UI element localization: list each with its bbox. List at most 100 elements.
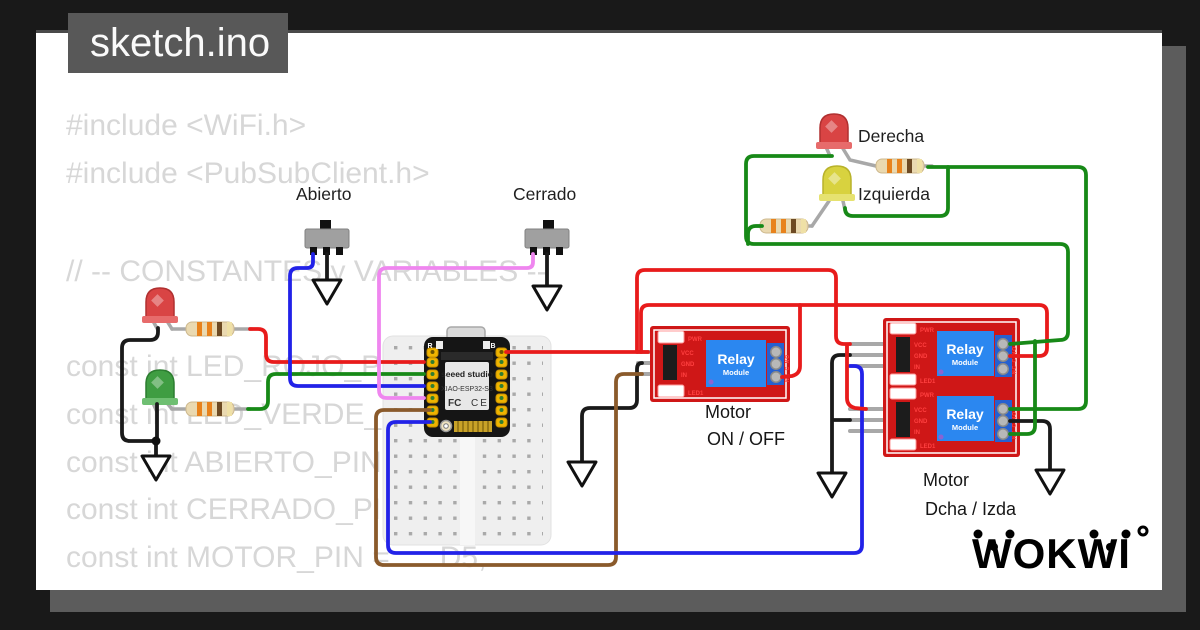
wire-blue-motor-dir[interactable] <box>386 364 864 555</box>
gnd-relay1[interactable] <box>566 460 598 488</box>
terminal-c[interactable] <box>770 358 782 370</box>
status-led-component <box>889 373 917 386</box>
wire-green-led-izq-link[interactable] <box>843 165 950 218</box>
terminal-c[interactable] <box>997 350 1009 362</box>
wire-black-relay1-gnd[interactable] <box>580 361 644 464</box>
wire-green-resistor-izq[interactable] <box>746 224 764 246</box>
sketch-filename-tab: sketch.ino <box>68 13 288 73</box>
led-green-left[interactable] <box>142 369 178 414</box>
terminal-no[interactable] <box>997 428 1009 440</box>
relay-subtitle: Module <box>723 368 749 377</box>
led-red-left[interactable] <box>142 287 178 332</box>
xiao-corner-r-label: R <box>427 343 432 350</box>
ce-mark: CE <box>471 398 489 409</box>
led1-label: LED1 <box>920 444 936 450</box>
gnd-leds-left[interactable] <box>140 436 172 482</box>
led-derecha[interactable] <box>816 113 878 168</box>
wire-green-cross-jumper[interactable] <box>1008 339 1037 436</box>
slide-switch-abierto[interactable] <box>304 220 350 255</box>
wire-red-led-rojo[interactable] <box>248 327 426 364</box>
wires <box>120 154 1088 567</box>
vcc-pin-label: VCC <box>681 351 694 357</box>
logo-node <box>1005 529 1015 539</box>
xiao-shield-edge <box>441 352 493 360</box>
relay-dot <box>708 379 714 385</box>
resistor-izquierda[interactable] <box>754 218 814 234</box>
wire-brown-motor-pin[interactable] <box>374 372 644 567</box>
switch-pin <box>530 247 537 255</box>
status-led-component <box>889 438 917 451</box>
wire-red-vcc-relay2[interactable] <box>635 268 852 354</box>
gnd-pin-label: GND <box>914 419 928 425</box>
resistor-derecha[interactable] <box>874 158 934 174</box>
wire-green-motor-a[interactable] <box>744 154 1070 346</box>
switch-pin <box>556 247 563 255</box>
wire-red-relay1-no[interactable] <box>780 303 802 379</box>
terminal-no[interactable] <box>770 371 782 383</box>
sketch-filename: sketch.ino <box>90 21 271 65</box>
label-izquierda: Izquierda <box>858 184 930 204</box>
connector-ticks <box>457 421 489 432</box>
logo-node <box>1121 529 1131 539</box>
xiao-led-component <box>436 341 443 349</box>
slide-switch-cerrado[interactable] <box>524 220 570 255</box>
relay-subtitle: Module <box>952 358 978 367</box>
led1-label: LED1 <box>920 379 936 385</box>
switch-knob[interactable] <box>543 220 554 232</box>
logo-node <box>1106 543 1114 551</box>
terminal-labels: NC C NO <box>1012 346 1018 374</box>
relay-subtitle: Module <box>952 423 978 432</box>
wokwi-logo-text: WOKWI <box>972 530 1131 577</box>
vcc-pin-label: VCC <box>914 343 927 349</box>
terminal-nc[interactable] <box>770 346 782 358</box>
terminal-nc[interactable] <box>997 403 1009 415</box>
gnd-abierto[interactable] <box>311 278 343 306</box>
code-line: #include <PubSubClient.h> <box>66 157 430 190</box>
wire-red-bus[interactable] <box>639 303 1049 358</box>
terminal-c[interactable] <box>997 415 1009 427</box>
relay-name: Relay <box>946 341 984 357</box>
code-line: const int CERRADO_PIN = <box>66 493 429 526</box>
terminal-nc[interactable] <box>997 338 1009 350</box>
wire-pink-cerrado[interactable] <box>377 252 535 400</box>
in-pin-label: IN <box>681 373 687 379</box>
switch-knob[interactable] <box>320 220 331 232</box>
caption-motor-onoff: ON / OFF <box>707 429 785 449</box>
xiao-corner-b-label: B <box>490 343 495 350</box>
pin-header <box>663 345 677 380</box>
gnd-cerrado[interactable] <box>531 284 563 312</box>
wire-green-led-verde[interactable] <box>246 372 426 411</box>
gnd-motor[interactable] <box>1034 468 1066 496</box>
switch-pin <box>336 247 343 255</box>
code-line: const int MOTOR_DIR_PIN = D6; <box>66 586 513 590</box>
junction-dot <box>151 436 161 446</box>
terminal-no[interactable] <box>997 363 1009 375</box>
relay-module-1[interactable]: PWR VCC GND IN LED1 Relay Module NC C NO <box>650 326 791 402</box>
relay-module-2[interactable]: PWR VCC GND IN LED1 Relay Module NC C NO… <box>883 318 1020 457</box>
resistor-led-verde[interactable] <box>170 401 252 417</box>
wire-black-relay2-gnd[interactable] <box>830 353 852 475</box>
switch-pin <box>543 247 550 255</box>
xiao-esp32-s3-board[interactable]: R B seeed studio XIAO-ESP32-S3 FC CE <box>424 326 510 437</box>
wire-blue-abierto[interactable] <box>288 252 426 388</box>
pwr-led-component <box>657 330 685 344</box>
resistor-led-rojo[interactable] <box>170 321 254 337</box>
caption-motor-dcha-izda: Dcha / Izda <box>925 499 1017 519</box>
logo-ring-node <box>1137 525 1149 537</box>
relay-dot <box>938 369 944 375</box>
label-derecha: Derecha <box>858 126 924 146</box>
gnd-pin-label: GND <box>681 362 695 368</box>
wire-black-motor-gnd[interactable] <box>1008 419 1052 472</box>
wire-red-vcc-jumper[interactable] <box>845 344 868 411</box>
relay-block <box>937 331 994 376</box>
antenna-pin <box>443 423 449 429</box>
caption-motor-1: Motor <box>705 402 751 422</box>
xiao-boot-component <box>483 341 490 349</box>
wire-green-motor-b[interactable] <box>926 165 1088 411</box>
terminal-labels: NC C NO <box>785 354 791 382</box>
pwr-label: PWR <box>920 328 935 334</box>
led-izquierda[interactable] <box>810 165 855 228</box>
relay-block <box>706 340 766 387</box>
gnd-relay2[interactable] <box>816 471 848 499</box>
